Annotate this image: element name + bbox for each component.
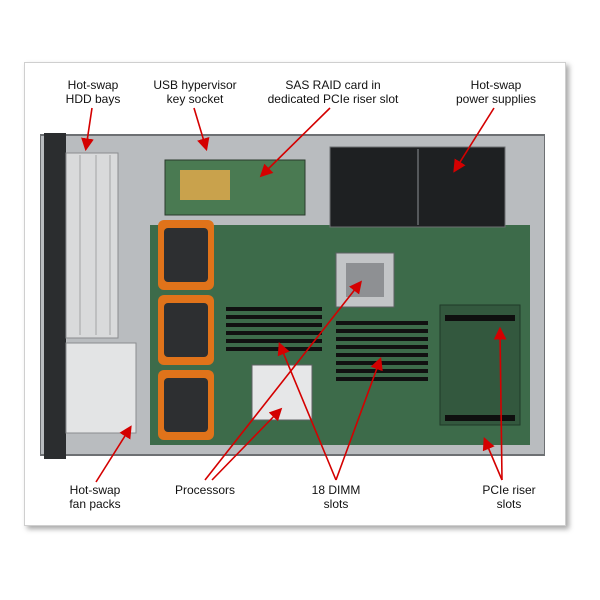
front-bezel bbox=[44, 133, 66, 459]
label-dimm-slots: 18 DIMM slots bbox=[311, 483, 361, 511]
label-pcie-riser: PCIe riser slots bbox=[482, 483, 536, 511]
label-processors: Processors bbox=[174, 483, 236, 497]
fan-packs bbox=[158, 220, 214, 440]
pcie-riser-area bbox=[439, 304, 521, 426]
label-power-supplies: Hot-swap power supplies bbox=[455, 78, 537, 106]
hdd-bays bbox=[65, 152, 119, 339]
drive-cage bbox=[65, 342, 137, 434]
label-fan-packs: Hot-swap fan packs bbox=[69, 483, 121, 511]
label-usb-hypervisor: USB hypervisor key socket bbox=[153, 78, 237, 106]
processor-2-heatsink bbox=[251, 364, 313, 421]
label-sas-raid: SAS RAID card in dedicated PCIe riser sl… bbox=[267, 78, 399, 106]
server-illustration bbox=[40, 133, 545, 459]
label-hdd-bays: Hot-swap HDD bays bbox=[65, 78, 121, 106]
